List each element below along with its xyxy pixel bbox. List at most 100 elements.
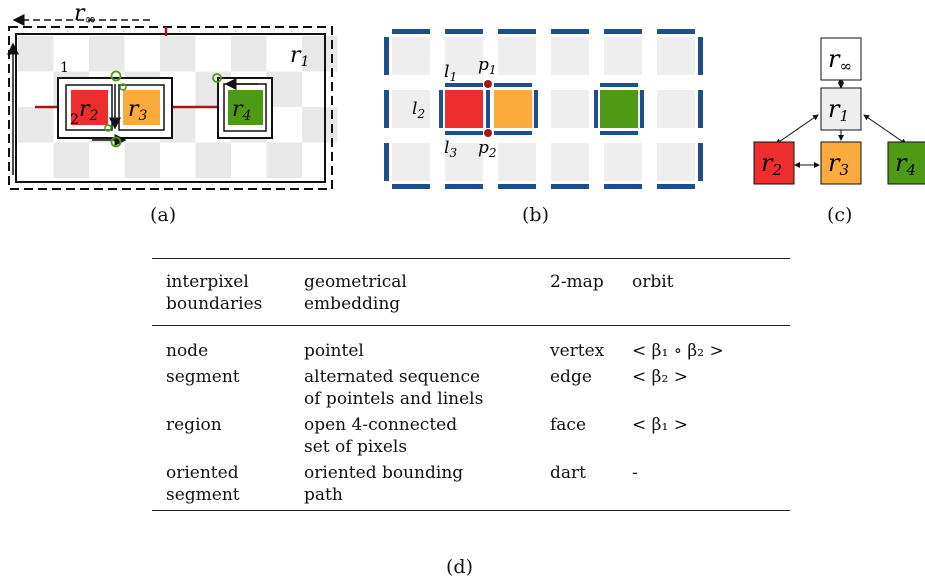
checker-pixel: [551, 37, 589, 75]
checker-pixel: [498, 143, 536, 181]
cell-boundary: segment: [166, 367, 240, 387]
linel-segment: [494, 83, 532, 87]
cell-embedding: pointel: [304, 341, 364, 361]
cell-2-map: edge: [550, 367, 592, 387]
cell-orbit: < β₂ >: [632, 367, 688, 387]
caption-d: (d): [446, 556, 473, 578]
cell-orbit: -: [632, 463, 638, 483]
r1-boundary: [15, 33, 326, 183]
pointel-p2: [484, 129, 492, 137]
caption-c: (c): [827, 204, 853, 226]
caption-b: (b): [522, 204, 549, 226]
linel-horizontal: [604, 184, 642, 189]
r3-pixel: [494, 90, 532, 128]
node-r3-label: r3: [828, 149, 849, 179]
dart-label-1: 1: [60, 60, 69, 76]
r3-region: [123, 90, 160, 125]
r-inf-label: r∞: [74, 1, 96, 28]
linel-segment: [494, 131, 532, 135]
checker-pixel: [160, 36, 196, 72]
linel-horizontal: [498, 29, 536, 34]
linel-horizontal: [498, 184, 536, 189]
p1-label: p1: [478, 55, 497, 77]
checker-pixel: [551, 90, 589, 128]
checker-pixel: [231, 36, 267, 72]
checker-pixel: [498, 37, 536, 75]
linel-horizontal: [551, 29, 589, 34]
linel-horizontal: [551, 184, 589, 189]
linel-horizontal: [445, 184, 483, 189]
linel-segment: [439, 90, 443, 128]
node-r1-label: r1: [828, 95, 849, 125]
checker-pixel: [89, 36, 125, 72]
linel-segment: [486, 90, 490, 128]
node-r4: [887, 141, 925, 185]
checker-pixel: [392, 90, 430, 128]
linel-vertical: [384, 143, 389, 181]
r1-label: r1: [290, 43, 309, 70]
checker-pixel: [604, 143, 642, 181]
node-r1: [820, 87, 862, 131]
linel-segment: [445, 83, 483, 87]
l2-label: l2: [412, 99, 425, 121]
cell-2-map: dart: [550, 463, 586, 483]
outer-dashed-boundary: [8, 26, 333, 190]
checker-pixel: [657, 90, 695, 128]
pixel-grid-b: [392, 37, 695, 181]
header-2-map: 2-map: [550, 272, 604, 292]
node-r4-label: r4: [895, 149, 916, 179]
linel-horizontal: [657, 184, 695, 189]
node-r2: [753, 141, 795, 185]
checker-pixel: [551, 143, 589, 181]
header-orbit: orbit: [632, 272, 674, 292]
node-r-inf: [820, 37, 862, 81]
linel-vertical: [384, 90, 389, 128]
linel-segment: [445, 131, 483, 135]
panel-b-diagram: l1 p1 l2 l3 p2: [384, 29, 703, 189]
checker-pixel: [18, 36, 54, 72]
table-row: node pointel vertex < β₁ ∘ β₂ >: [152, 326, 790, 367]
linel-segment: [600, 131, 638, 135]
node-r2-label: r2: [761, 149, 782, 179]
linel-vertical: [698, 143, 703, 181]
checker-pixel: [392, 143, 430, 181]
checker-pixel: [195, 142, 231, 178]
dart-label-2: 2: [70, 112, 79, 128]
caption-a: (a): [150, 204, 177, 226]
panel-a-diagram: r∞ r1 r2 r3 r4 1 2: [6, 1, 338, 190]
checker-pixel: [266, 142, 302, 178]
cell-orbit: < β₁ ∘ β₂ >: [632, 341, 724, 361]
cell-boundary: node: [166, 341, 209, 361]
linels: [384, 29, 703, 189]
linel-vertical: [698, 37, 703, 75]
cell-2-map: vertex: [550, 341, 605, 361]
linel-segment: [594, 90, 598, 128]
linel-horizontal: [392, 29, 430, 34]
cell-2-map: face: [550, 415, 587, 435]
linel-horizontal: [392, 184, 430, 189]
linel-horizontal: [657, 29, 695, 34]
checker-pixel: [53, 142, 89, 178]
r2-region: [71, 90, 108, 125]
checker-pixel: [18, 107, 54, 143]
checker-pixel: [392, 37, 430, 75]
checker-pixel: [604, 37, 642, 75]
l1-label: l1: [444, 62, 457, 84]
checker-pixel: [657, 143, 695, 181]
checker-pixel: [445, 143, 483, 181]
checker-pixel: [445, 37, 483, 75]
linel-vertical: [384, 37, 389, 75]
checker-pixel: [657, 37, 695, 75]
